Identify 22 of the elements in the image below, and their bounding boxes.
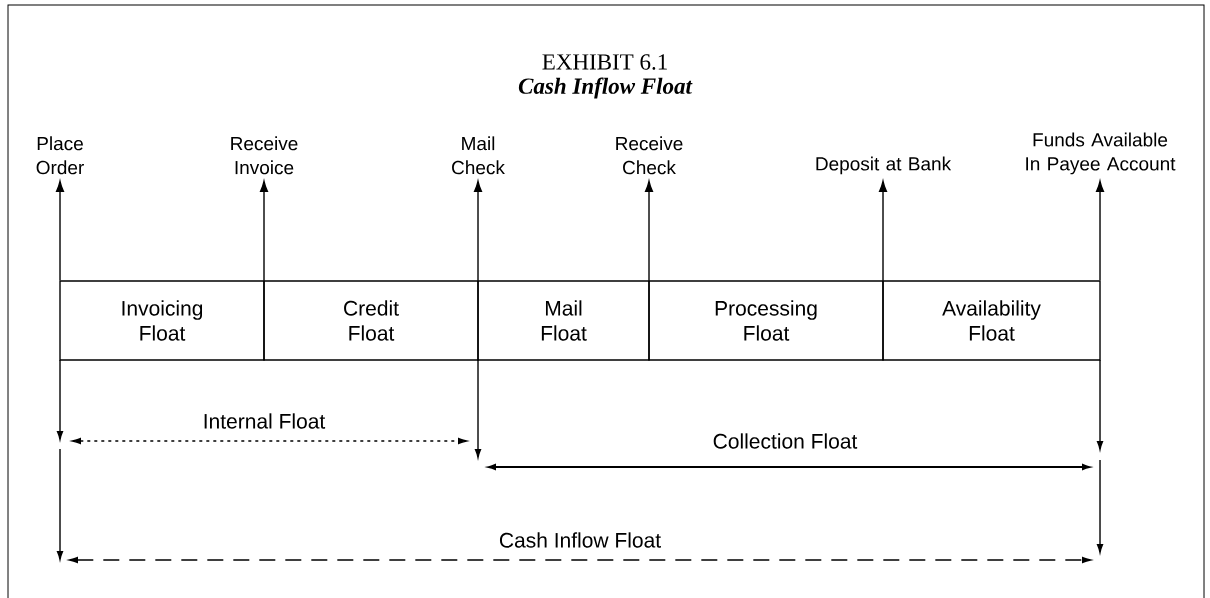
span-label: Cash Inflow Float xyxy=(499,532,661,548)
arrow xyxy=(644,180,654,281)
span-label: Collection Float xyxy=(713,433,858,449)
float-box: Credit Float xyxy=(263,280,479,361)
arrow xyxy=(878,180,888,281)
float-box: Mail Float xyxy=(477,280,650,361)
arrow xyxy=(55,180,65,281)
arrow xyxy=(259,180,269,281)
arrow xyxy=(1095,180,1105,281)
event-label: Receive Invoice xyxy=(231,136,298,175)
event-label: Place Order xyxy=(36,136,84,175)
event-label: Receive Check xyxy=(616,136,683,175)
float-box: Invoicing Float xyxy=(59,280,265,361)
event-label: Funds Available In Payee Account xyxy=(1026,132,1176,175)
arrow xyxy=(473,180,483,281)
event-label: Mail Check xyxy=(452,136,505,175)
title: EXHIBIT 6.1 xyxy=(542,54,667,70)
float-box: Availability Float xyxy=(882,280,1101,361)
float-box: Processing Float xyxy=(648,280,884,361)
span-label: Internal Float xyxy=(204,413,326,429)
subtitle: Cash Inflow Float xyxy=(518,77,693,99)
event-label: Deposit at Bank xyxy=(816,156,952,175)
